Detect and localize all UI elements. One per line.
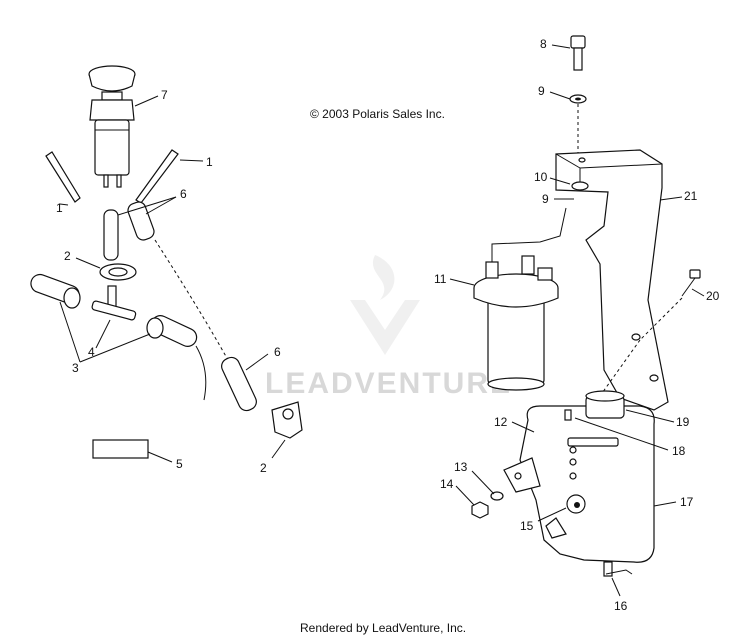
- part-20-bolt: [681, 269, 701, 297]
- leader-lines-right: [449, 44, 705, 597]
- callout-11: 11: [434, 272, 447, 286]
- part-19-cap: [585, 390, 625, 419]
- callout-6-lower: 6: [274, 345, 281, 359]
- callout-17: 17: [680, 495, 694, 509]
- part-2-washer-upper: [99, 263, 137, 281]
- callout-19: 19: [676, 415, 690, 429]
- callout-5: 5: [176, 457, 183, 471]
- callout-6-upper: 6: [180, 187, 187, 201]
- callout-21: 21: [684, 189, 698, 203]
- part-3-hose-clamp-right: [146, 315, 198, 347]
- callout-10: 10: [534, 170, 548, 184]
- part-6-hose-upper: [103, 201, 155, 261]
- part-21-mounting-bracket: [555, 149, 669, 411]
- callout-14: 14: [440, 477, 454, 491]
- watermark-text: LEADVENTURE: [265, 367, 512, 400]
- callout-9-upper: 9: [538, 84, 545, 98]
- callout-9-lower: 9: [542, 192, 549, 206]
- part-6-hose-lower: [221, 356, 257, 412]
- part-7-switch: [88, 65, 136, 188]
- part-1-cable-tie-left: [45, 151, 81, 203]
- callout-13: 13: [454, 460, 468, 474]
- callout-2-lower: 2: [260, 461, 267, 475]
- part-1-cable-tie-right: [135, 149, 179, 204]
- callout-3: 3: [72, 361, 79, 375]
- part-9-washer: [569, 94, 587, 104]
- callout-15: 15: [520, 519, 534, 533]
- callout-1-left: 1: [56, 201, 63, 215]
- copyright-text: © 2003 Polaris Sales Inc.: [310, 107, 445, 121]
- part-3-hose-clamp-left: [30, 273, 81, 309]
- part-17-oil-tank: [503, 405, 655, 577]
- callout-2-upper: 2: [64, 249, 71, 263]
- part-8-bolt: [570, 35, 586, 71]
- callout-18: 18: [672, 444, 686, 458]
- callout-8: 8: [540, 37, 547, 51]
- callout-20: 20: [706, 289, 720, 303]
- callout-12: 12: [494, 415, 508, 429]
- part-4-t-connector: [91, 285, 137, 321]
- callout-16: 16: [614, 599, 628, 613]
- part-2-bracket-lower: [271, 401, 303, 439]
- footer-text: Rendered by LeadVenture, Inc.: [300, 621, 466, 635]
- part-11-coil: [473, 207, 567, 391]
- callout-4: 4: [88, 345, 95, 359]
- watermark-logo: [350, 255, 420, 355]
- leader-lines-left: [59, 95, 286, 463]
- part-5-decal: [92, 439, 149, 459]
- callout-labels: 1 1 2 2 3 4 5 6 6 7 8 9 9 10 11 12 13 14…: [56, 37, 720, 613]
- part-15-grommet: [566, 494, 586, 514]
- part-14-nut: [471, 501, 489, 519]
- callout-7: 7: [161, 88, 168, 102]
- part-18-vent-fitting: [564, 409, 577, 480]
- part-10-spacer: [571, 181, 589, 191]
- callout-1-right: 1: [206, 155, 213, 169]
